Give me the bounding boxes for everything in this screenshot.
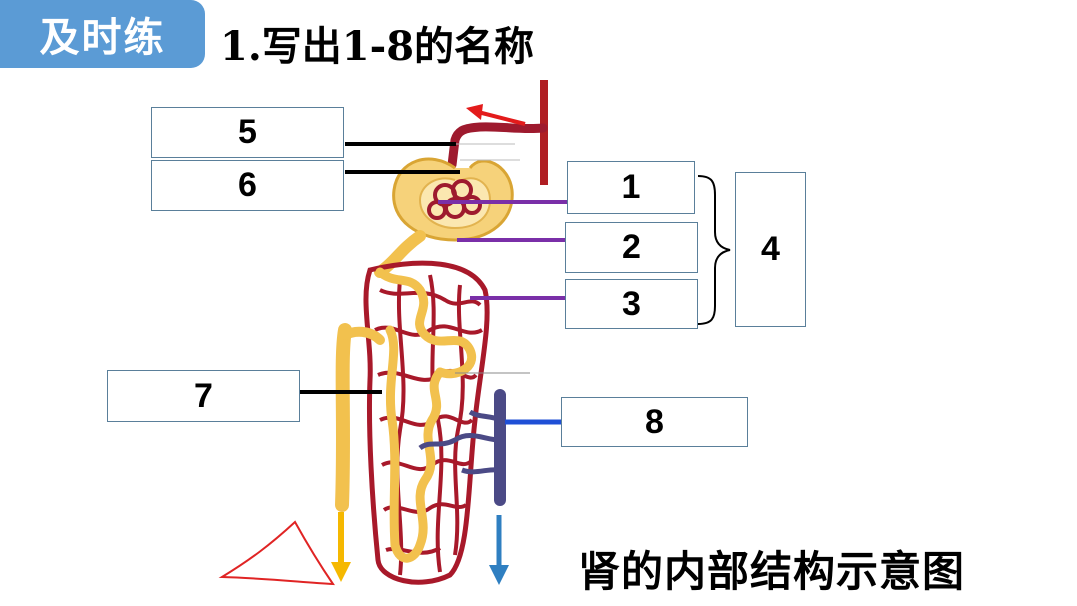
brace-1-3 [697, 175, 731, 325]
exercise-badge: 及时练 [0, 0, 205, 68]
flow-arrowhead-red [466, 104, 483, 120]
question-title: 1.写出1-8的名称 [220, 23, 535, 70]
label-box-3[interactable]: 3 [565, 279, 698, 329]
hand-drawn-triangle [218, 520, 335, 586]
label-box-5[interactable]: 5 [151, 107, 344, 158]
label-box-2[interactable]: 2 [565, 222, 698, 273]
afferent-arteriole [447, 122, 548, 170]
venule-branches [418, 409, 502, 475]
collecting-duct [335, 323, 352, 512]
label-box-4[interactable]: 4 [735, 172, 806, 327]
capillary-network-outline [363, 260, 490, 585]
diagram-caption: 肾的内部结构示意图 [578, 547, 966, 596]
label-box-7[interactable]: 7 [107, 370, 300, 422]
label-box-1[interactable]: 1 [567, 161, 695, 214]
urine-arrowhead [331, 562, 351, 582]
blood-out-arrowhead [489, 565, 509, 585]
label-box-8[interactable]: 8 [561, 397, 748, 447]
renal-artery-branch [540, 80, 548, 185]
collecting-duct-link [340, 326, 385, 345]
renal-tubule [375, 267, 477, 563]
glomerulus [427, 179, 482, 220]
label-box-6[interactable]: 6 [151, 160, 344, 211]
flow-arrow-red [477, 110, 526, 126]
